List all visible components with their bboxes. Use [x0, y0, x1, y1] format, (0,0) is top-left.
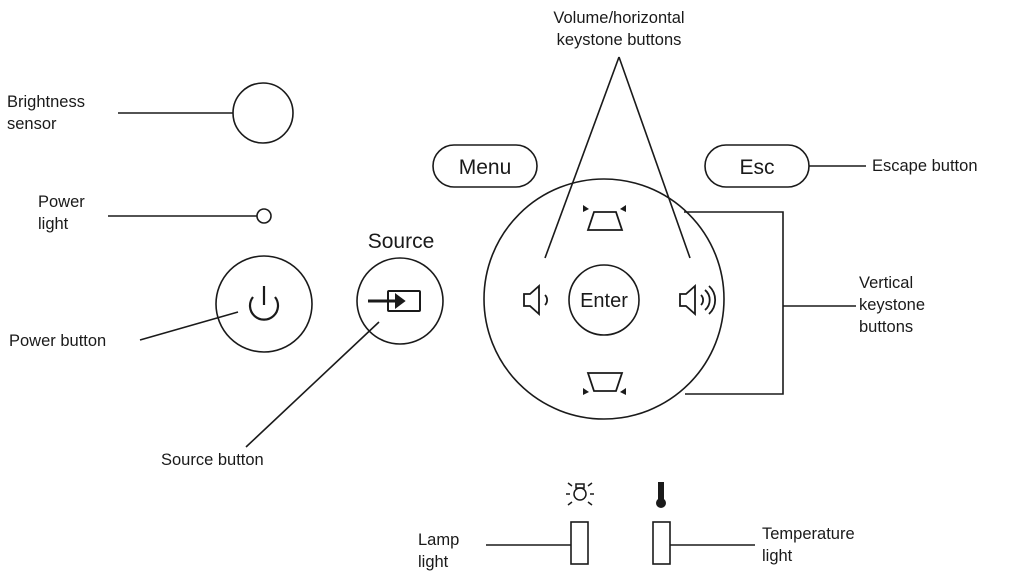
- menu-button-label: Menu: [459, 156, 512, 179]
- vertical-keystone-label: Vertical keystone buttons: [859, 272, 925, 338]
- temperature-light-label: Temperature light: [762, 523, 855, 567]
- keystone-top-icon: [583, 205, 626, 231]
- power-button-leader: [139, 311, 239, 341]
- brightness-sensor-label-line1: Brightness: [7, 93, 85, 111]
- power-button-label: Power button: [9, 330, 106, 352]
- escape-button-label: Escape button: [872, 155, 978, 177]
- power-light-label-line2: light: [38, 215, 69, 233]
- lamp-light-label-line1: Lamp: [418, 531, 460, 549]
- esc-button-label: Esc: [739, 156, 774, 179]
- vertical-keystone-bracket: [684, 211, 784, 395]
- brightness-sensor: [232, 82, 294, 144]
- thermometer-icon: [656, 482, 666, 508]
- enter-button-label: Enter: [580, 290, 628, 312]
- temperature-light-label-line1: Temperature: [762, 525, 855, 543]
- enter-button[interactable]: [568, 264, 640, 336]
- power-icon: [248, 286, 280, 321]
- vertical-keystone-label-line3: buttons: [859, 318, 914, 336]
- keystone-bottom-icon: [583, 372, 626, 395]
- vertical-keystone-label-line1: Vertical: [859, 274, 914, 292]
- lamp-icon: [566, 482, 594, 506]
- vertical-keystone-label-line2: keystone: [859, 296, 926, 314]
- power-light-label: Power light: [38, 191, 85, 235]
- power-button-label-text: Power button: [9, 332, 107, 350]
- volume-keystone-leader-right: [618, 56, 691, 259]
- lamp-light: [570, 521, 589, 565]
- volume-keystone-leader-left: [544, 56, 620, 259]
- power-light: [256, 208, 272, 224]
- volume-keystone-label: Volume/horizontal keystone buttons: [509, 7, 729, 51]
- lamp-light-label: Lamp light: [418, 529, 459, 573]
- brightness-sensor-label: Brightness sensor: [7, 91, 85, 135]
- menu-button[interactable]: [432, 144, 538, 188]
- volume-keystone-label-line1: Volume/horizontal: [553, 9, 685, 27]
- source-button[interactable]: [356, 257, 444, 345]
- volume-up-icon: [679, 283, 716, 317]
- volume-keystone-label-line2: keystone buttons: [556, 31, 682, 49]
- temperature-light-label-line2: light: [762, 547, 793, 565]
- volume-down-icon: [523, 283, 548, 317]
- source-heading: Source: [368, 230, 435, 253]
- source-button-label-text: Source button: [161, 451, 264, 469]
- direction-pad: [483, 178, 725, 420]
- lamp-light-label-line2: light: [418, 553, 449, 571]
- brightness-sensor-label-line2: sensor: [7, 115, 57, 133]
- temperature-light: [652, 521, 671, 565]
- power-light-label-line1: Power: [38, 193, 85, 211]
- source-button-leader: [245, 321, 380, 448]
- power-button[interactable]: [215, 255, 313, 353]
- escape-button-label-text: Escape button: [872, 157, 978, 175]
- source-button-label: Source button: [161, 449, 264, 471]
- source-input-icon: [368, 290, 421, 312]
